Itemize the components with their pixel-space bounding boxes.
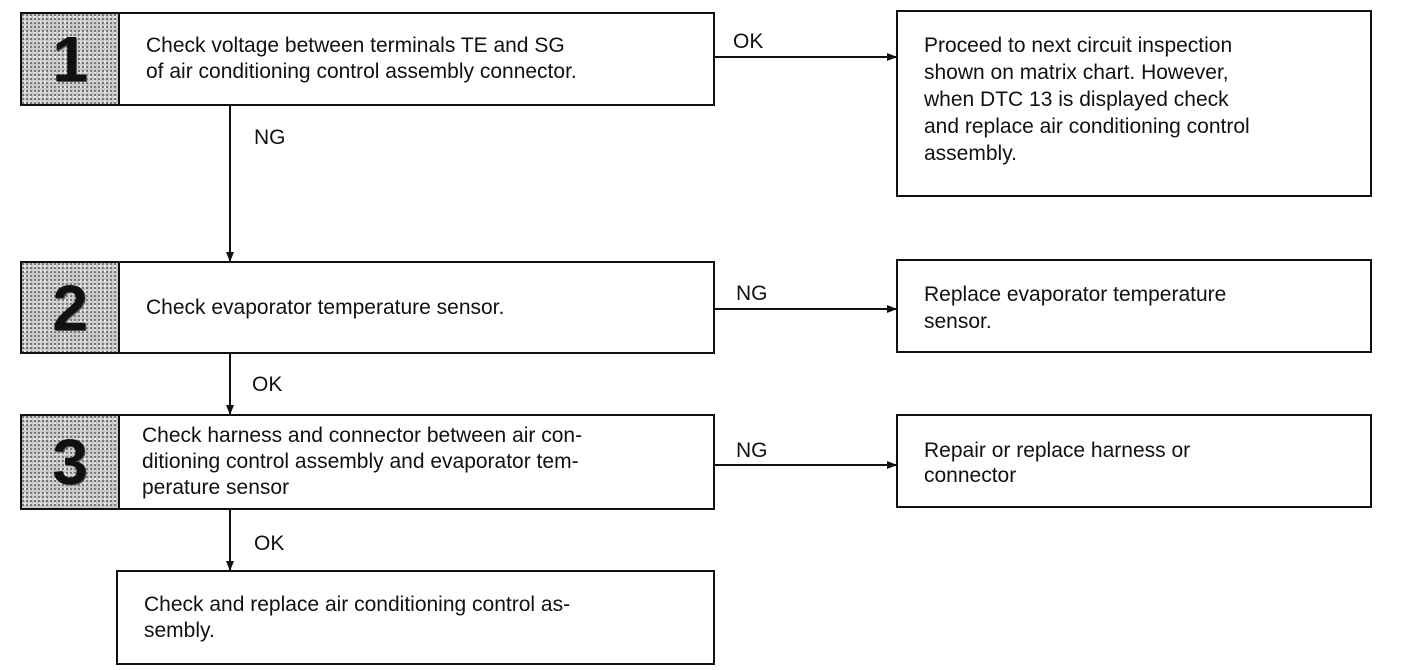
result-3-box: Repair or replace harness or connector [896,414,1372,508]
step-3-text: Check harness and connector between air … [142,424,583,499]
step-3-box: 3 Check harness and connector between ai… [20,414,715,510]
final-step-box: Check and replace air conditioning contr… [116,570,715,665]
step-1-badge: 1 [22,14,120,104]
step-1-number: 1 [52,23,88,95]
label-step2-ng: NG [736,282,768,305]
result-2-text: Replace evaporator temperature sensor. [924,283,1227,333]
result-3-text: Repair or replace harness or connector [924,439,1191,487]
label-step1-ok: OK [733,30,764,53]
step-2-number: 2 [52,271,88,344]
label-step1-ng: NG [254,126,286,149]
step-3-number: 3 [52,426,88,498]
label-step2-ok: OK [252,373,283,396]
final-step-text: Check and replace air conditioning contr… [144,592,571,642]
label-step3-ok: OK [254,532,285,555]
result-1-text: Proceed to next circuit inspection shown… [924,34,1250,165]
result-1-box: Proceed to next circuit inspection shown… [896,10,1372,197]
step-1-box: 1 Check voltage between terminals TE and… [20,12,715,106]
step-2-badge: 2 [22,263,120,352]
step-1-text: Check voltage between terminals TE and S… [146,34,577,83]
step-2-text: Check evaporator temperature sensor. [146,295,505,319]
step-2-box: 2 Check evaporator temperature sensor. [20,261,715,354]
label-step3-ng: NG [736,439,768,462]
result-2-box: Replace evaporator temperature sensor. [896,259,1372,353]
step-3-badge: 3 [22,416,120,508]
